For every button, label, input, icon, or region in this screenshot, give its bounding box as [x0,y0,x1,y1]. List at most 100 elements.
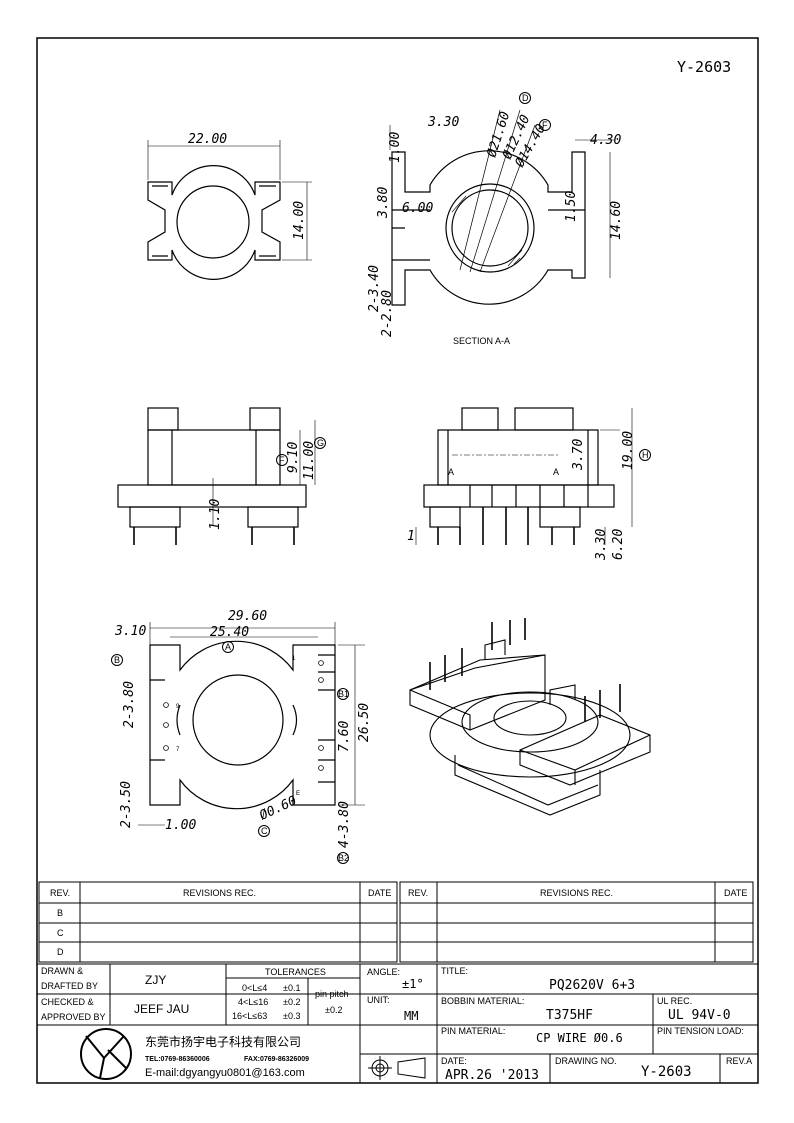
dim-1-50: 1.50 [564,191,579,222]
unit-label: UNIT: [367,995,390,1005]
pin-label-1: 1 [292,656,296,662]
dim-4-30: 4.30 [590,133,621,148]
unit-value: MM [404,1009,418,1023]
bobbin-value: T375HF [546,1008,593,1023]
dim-3-30b: 3.30 [594,529,609,561]
dim-7-60: 7.60 [337,721,352,752]
checked-value: JEEF JAU [134,1002,189,1016]
pin-label-e: E [296,791,300,797]
revision-block [38,881,754,963]
mark-f: F [542,120,548,130]
dim-19-00: 19.00 [621,431,636,470]
rev-header-left: REV. [50,888,70,898]
mark-b2: B2 [338,853,349,863]
sheet-border [36,37,759,1084]
date-label: DATE: [441,1056,467,1066]
checked-label: CHECKED & [41,997,94,1007]
ul-value: UL 94V-0 [668,1008,731,1023]
date-header-left: DATE [368,888,391,898]
dim-6-20: 6.20 [611,529,626,560]
pin-material-label: PIN MATERIAL: [441,1026,505,1036]
dim-2-3-40: 2-3.40 [367,265,382,312]
tolerances-label: TOLERANCES [265,967,326,977]
mark-d: D [522,93,529,103]
dim-3-10: 3.10 [114,624,146,639]
dim-3-70: 3.70 [571,439,586,471]
dim-6-00: 6.00 [402,201,433,216]
mark-c: C [261,826,268,836]
drafted-label: DRAFTED BY [41,981,98,991]
bobbin-label: BOBBIN MATERIAL: [441,996,524,1006]
company-fax: FAX:0769-86326009 [244,1056,309,1063]
drawing-no-value: Y-2603 [641,1064,692,1080]
bottom-left-view [138,622,365,826]
dim-29-60: 29.60 [228,609,267,624]
tol-value-3: ±0.3 [283,1011,300,1021]
doc-number: Y-2603 [677,58,731,76]
tol-value-1: ±0.1 [283,983,300,993]
rev-row-d: D [57,947,64,957]
mark-g: G [317,438,324,448]
dim-d0-60: Ø0.60 [257,793,299,823]
dim-1-00: 1.00 [388,132,403,163]
rec-header-right: REVISIONS REC. [540,888,613,898]
dim-3-80: 3.80 [376,187,391,219]
pin-material-value: CP WIRE Ø0.6 [536,1031,623,1045]
rec-header-left: REVISIONS REC. [183,888,256,898]
title-value: PQ2620V 6+3 [549,978,635,993]
dim-9-10: 9.10 [286,442,301,473]
mark-b1: B1 [338,689,349,699]
title-label: TITLE: [441,966,468,976]
section-label: SECTION A-A [453,336,510,346]
top-left-view [147,140,312,280]
projection-symbol-icon [368,1056,426,1080]
section-hatch [451,193,523,267]
pin-pitch-value: ±0.2 [325,1005,342,1015]
section-a-left: A [448,467,454,477]
dim-1: 1 [407,529,415,544]
middle-left-view [117,407,316,545]
dim-4-3-80: 4-3.80 [337,801,352,848]
ul-label: UL REC. [657,996,692,1006]
rev-row-b: B [57,908,63,918]
pin-holes [163,660,324,771]
company-name: 东莞市扬宇电子科技有限公司 [145,1034,301,1049]
dim-11-00: 11.00 [302,441,317,480]
company-logo-icon [80,1028,132,1080]
date-value: APR.26 '2013 [445,1068,539,1083]
angle-value: ±1° [402,977,424,991]
drawn-value: ZJY [145,973,166,987]
middle-right-view [415,407,633,545]
top-right-view [389,109,615,306]
section-a-right: A [553,467,559,477]
title-block [37,963,758,1083]
mark-a: A [225,642,231,652]
dim-25-40: 25.40 [210,625,249,640]
mark-b: B [114,655,120,665]
dim-2-3-50: 2-3.50 [119,781,134,828]
rev-header-right: REV. [408,888,428,898]
dim-2-3-80: 2-3.80 [122,681,137,728]
rev-label: REV.A [726,1056,752,1066]
mark-h: H [642,450,649,460]
dim-3-30: 3.30 [427,115,459,130]
pin-label-7: 7 [176,747,180,753]
date-header-right: DATE [724,888,747,898]
angle-label: ANGLE: [367,967,400,977]
approved-label: APPROVED BY [41,1012,106,1022]
pin-label-9: 9 [176,704,180,710]
isometric-view [409,618,651,816]
rev-row-c: C [57,928,64,938]
dim-1-00b: 1.00 [165,818,196,833]
company-email: E-mail:dgyangyu0801@163.com [145,1067,305,1079]
tol-range-3: 16<L≤63 [232,1011,267,1021]
pin-pitch-label: pin pitch [315,989,349,999]
pin-tension-label: PIN TENSION LOAD: [657,1026,744,1036]
dim-22: 22.00 [188,132,227,147]
company-tel: TEL:0769-86360006 [145,1056,210,1063]
dim-14-60: 14.60 [609,201,624,240]
tol-value-2: ±0.2 [283,997,300,1007]
tol-range-1: 0<L≤4 [242,983,267,993]
dim-26-50: 26.50 [357,703,372,742]
